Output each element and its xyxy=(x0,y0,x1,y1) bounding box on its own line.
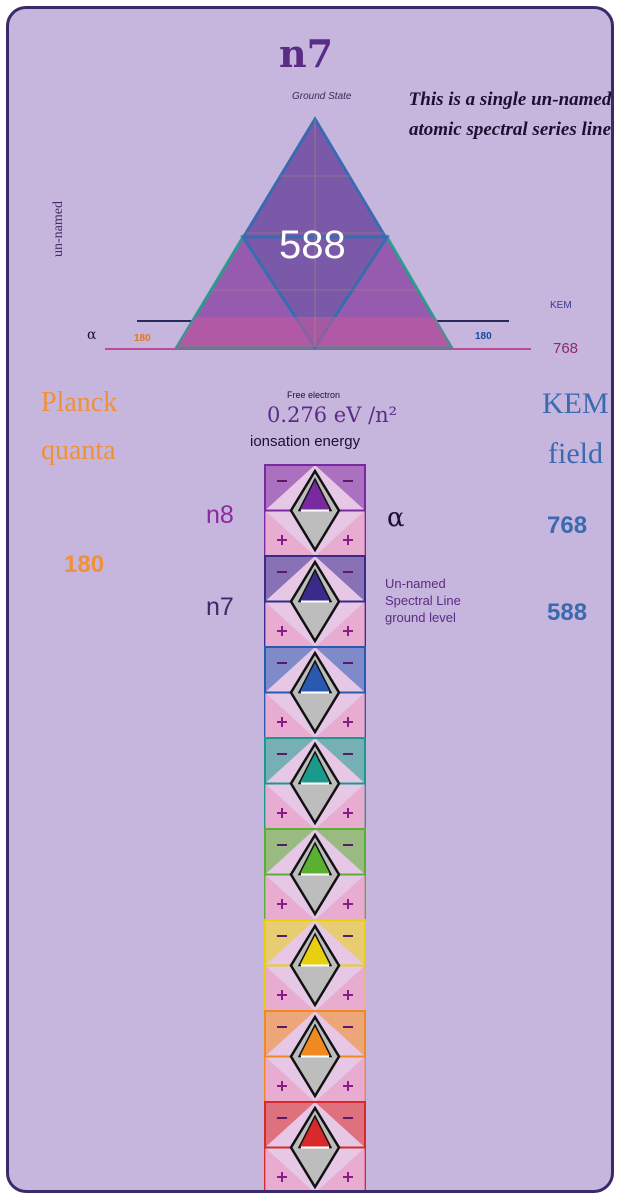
description-text: This is a single un-named atomic spectra… xyxy=(408,89,612,140)
quanta-label: quanta xyxy=(41,435,116,466)
level-upper-left-facet xyxy=(265,920,315,966)
level-upper-right-facet xyxy=(315,738,365,784)
level-upper-right-facet xyxy=(315,647,365,693)
n7-label: n7 xyxy=(206,593,234,621)
level-lower-right-facet xyxy=(318,1147,365,1190)
triangle-right-value: 768 xyxy=(553,340,579,357)
level-upper-right-facet xyxy=(315,1102,365,1148)
level-lower-right-facet xyxy=(315,510,365,556)
level-lower-left-facet xyxy=(265,692,315,738)
free-electron-label: Free electron xyxy=(287,390,341,400)
level-upper-left-facet xyxy=(265,1102,315,1148)
level-upper-left-facet xyxy=(265,829,315,875)
n8-label: n8 xyxy=(206,501,234,529)
level-lower-left-facet xyxy=(265,874,315,920)
level-lower-right-facet xyxy=(315,601,365,647)
kem-label: KEM xyxy=(542,387,609,420)
triangle-value: 588 xyxy=(279,223,346,267)
level-upper-left-facet xyxy=(265,556,315,602)
level-lower-right-facet xyxy=(315,1056,365,1102)
level-upper-right-facet xyxy=(315,556,365,602)
kem-value-bottom: 588 xyxy=(547,599,588,626)
planck-label: Planck xyxy=(41,387,118,418)
page-title: n7 xyxy=(279,31,334,76)
level-lower-left-facet xyxy=(265,783,315,829)
spectral-note: Un-named Spectral Line ground level xyxy=(385,576,461,625)
level-lower-right-facet xyxy=(315,874,365,920)
level-lower-left-facet xyxy=(265,1056,315,1102)
triangle-base-band xyxy=(177,317,451,347)
level-upper-right-facet xyxy=(315,465,365,511)
level-lower-right-facet xyxy=(315,783,365,829)
alpha-column-label: α xyxy=(387,503,405,533)
diagram-graphics xyxy=(105,116,531,1190)
kem-value-top: 768 xyxy=(547,512,588,539)
alpha-label: α xyxy=(87,327,97,343)
level-lower-left-facet xyxy=(265,601,315,647)
left-quanta-label: 180 xyxy=(134,333,151,344)
level-column xyxy=(264,464,366,1190)
level-upper-right-facet xyxy=(315,920,365,966)
level-upper-left-facet xyxy=(265,1011,315,1057)
right-quanta-label: 180 xyxy=(475,331,492,342)
ground-state-label: Ground State xyxy=(292,91,352,102)
level-upper-left-facet xyxy=(265,647,315,693)
level-lower-right-facet xyxy=(315,965,365,1011)
unnamed-side-label: un-named xyxy=(51,201,66,257)
level-upper-right-facet xyxy=(315,1011,365,1057)
level-upper-right-facet xyxy=(315,829,365,875)
field-label: field xyxy=(548,437,603,470)
kem-small-label: KEM xyxy=(550,300,572,311)
energy-formula: 0.276 eV /n² xyxy=(267,403,398,427)
level-upper-left-facet xyxy=(265,465,315,511)
level-lower-right-facet xyxy=(315,692,365,738)
level-lower-left-facet xyxy=(265,510,315,556)
card-frame: n7 Ground State This is a single un-name… xyxy=(6,6,614,1193)
level-lower-left-facet xyxy=(265,965,315,1011)
planck-value: 180 xyxy=(64,551,105,578)
level-lower-left-facet xyxy=(265,1147,312,1190)
ionisation-label: ionsation energy xyxy=(250,433,361,450)
level-upper-left-facet xyxy=(265,738,315,784)
triangle-lattice xyxy=(212,119,418,347)
